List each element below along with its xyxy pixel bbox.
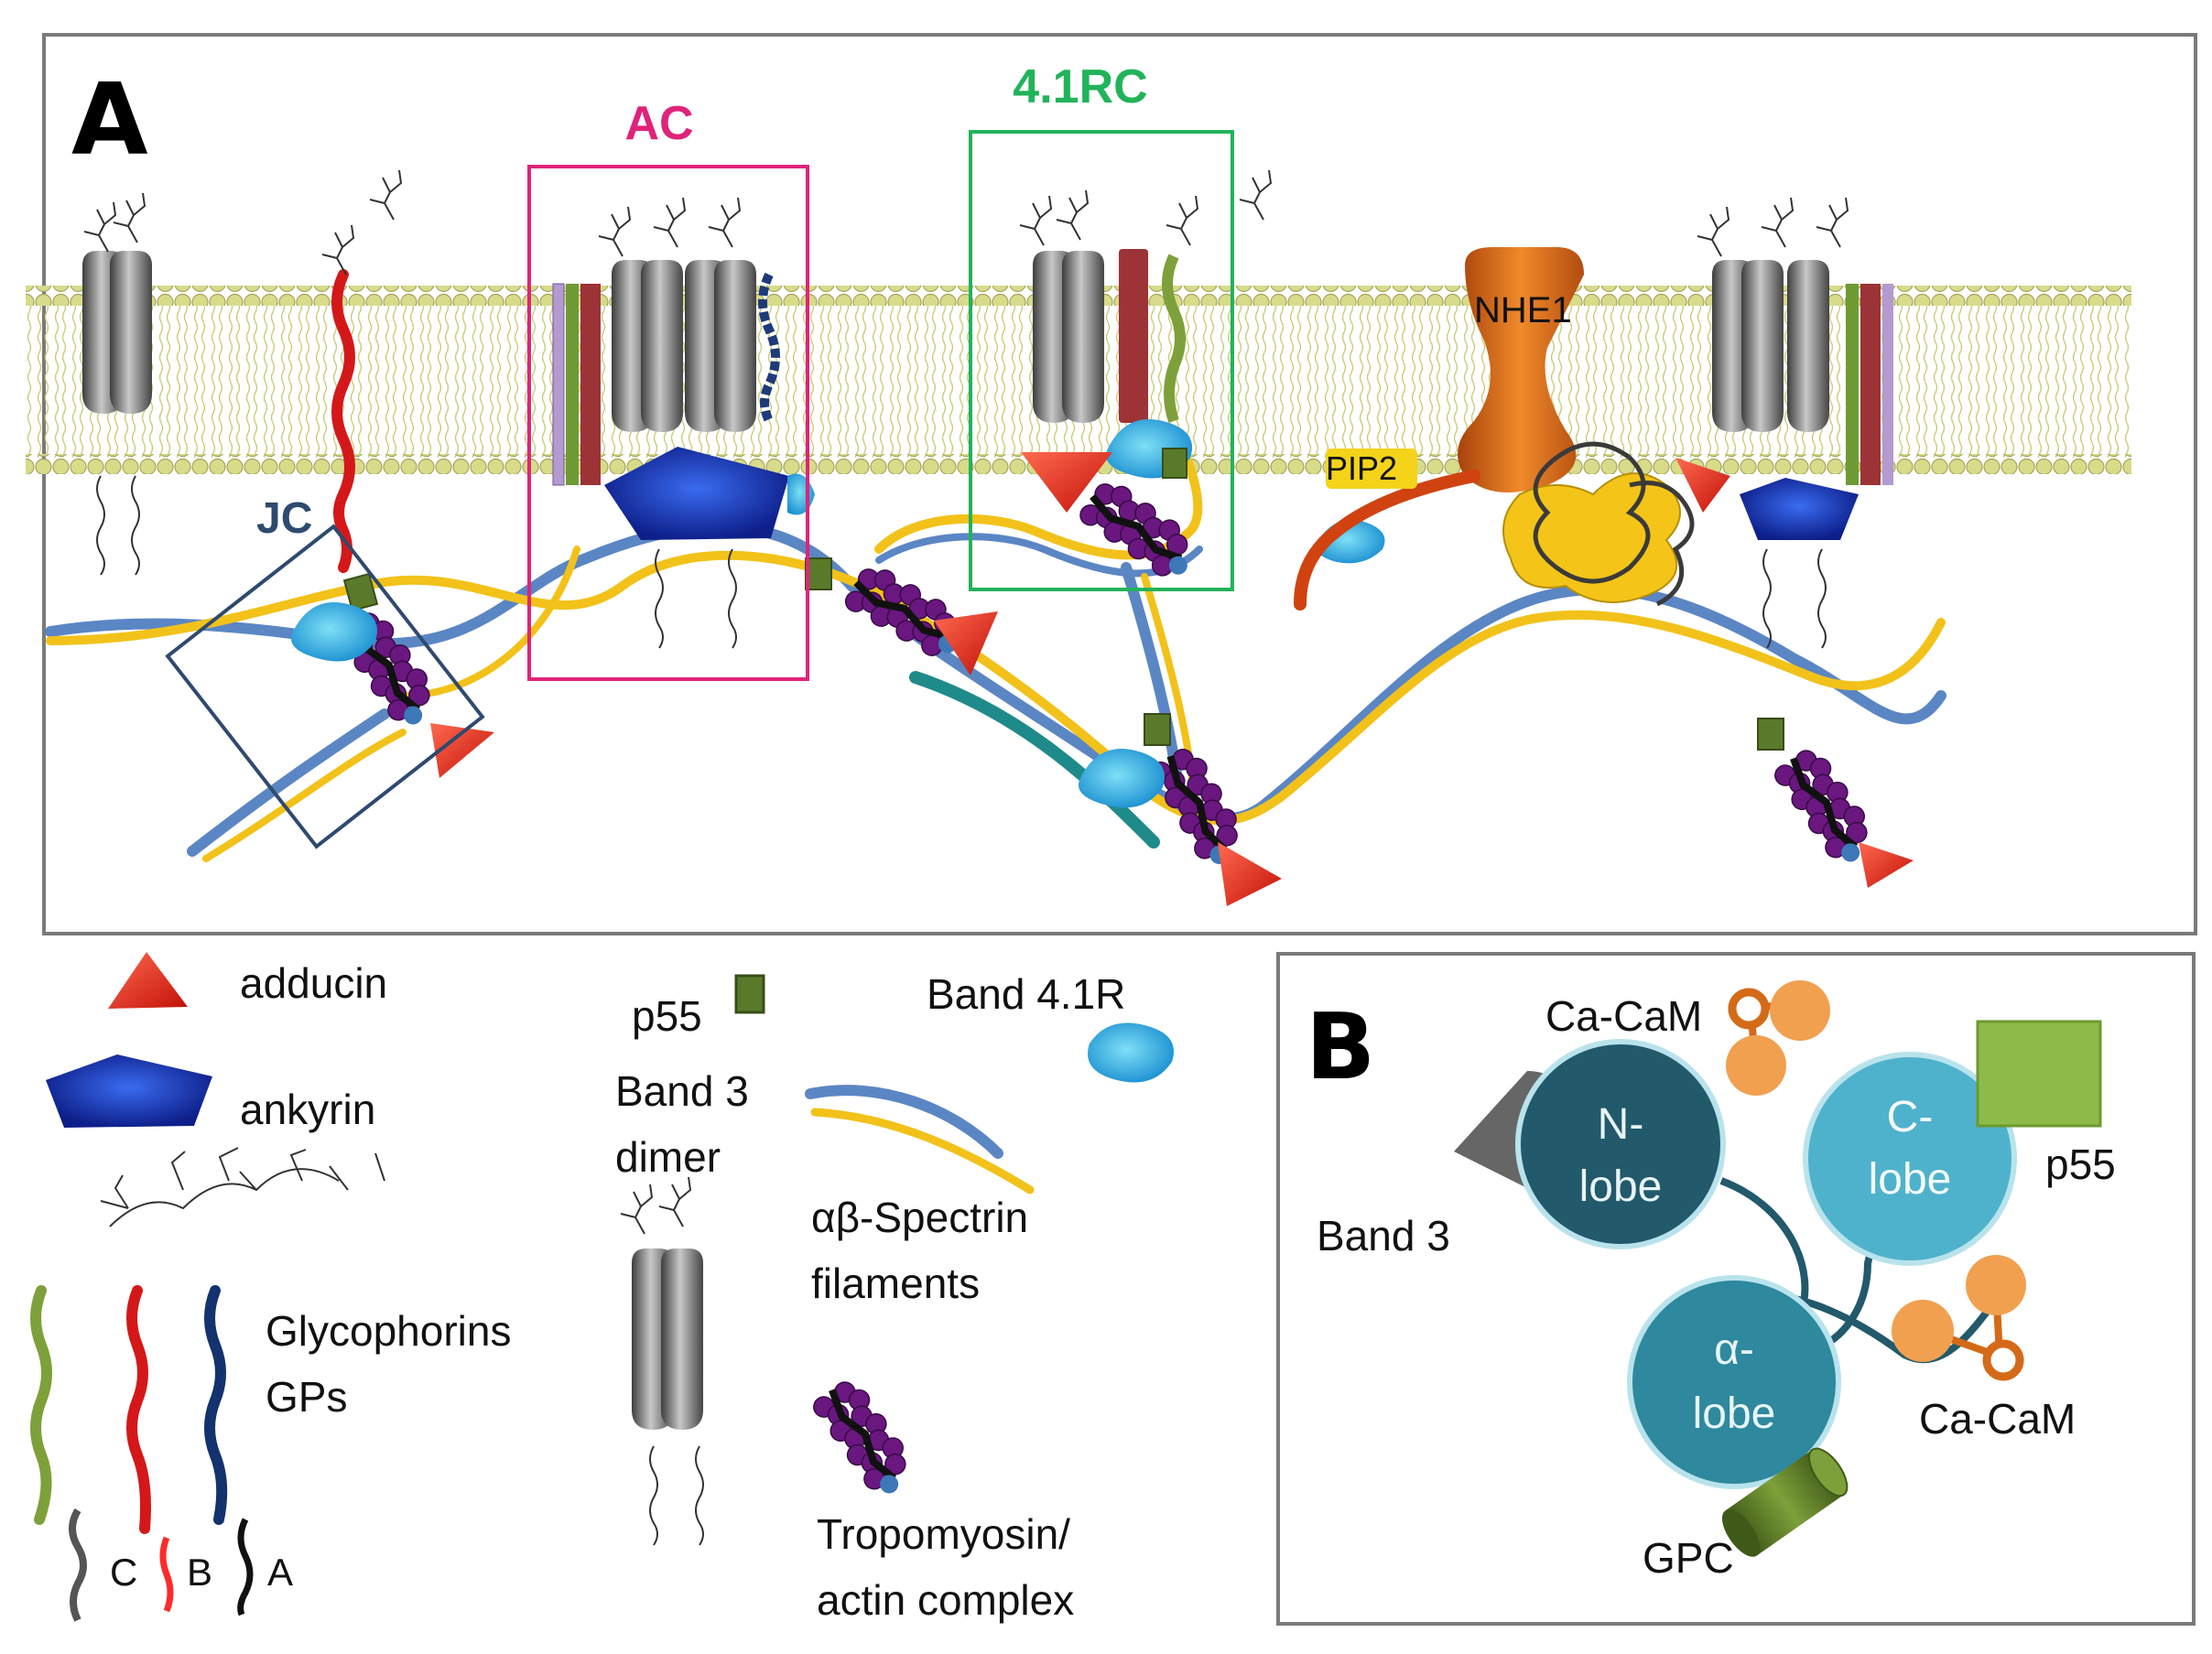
rc-box-label: 4.1RC [1013, 60, 1147, 114]
nhe1-complex: PIP2 NHE1 [1294, 247, 1695, 611]
c-lobe-label-1: C- [1887, 1093, 1934, 1141]
band41r-legend-icon [1088, 1022, 1174, 1083]
ac-complex [552, 197, 815, 649]
band3-b-label: Band 3 [1317, 1212, 1450, 1259]
ca-cam-bottom-label: Ca-CaM [1919, 1395, 2076, 1443]
legend-gp-a: A [267, 1551, 293, 1594]
ca-cam-top-shape [1726, 980, 1830, 1096]
gpc-cylinder [1721, 1447, 1849, 1557]
glycophorin-legend-icon [30, 1147, 385, 1622]
tropomyosin-cluster-rc [1079, 483, 1188, 577]
rc-complex [1019, 169, 1272, 513]
ankyrin-legend-icon [46, 1054, 212, 1128]
legend-spectrin-1: αβ-Spectrin [811, 1194, 1028, 1241]
p55-b-shape [1976, 1020, 2102, 1128]
tropomyosin-cluster-low [1150, 748, 1238, 864]
legend-ankyrin: ankyrin [240, 1086, 375, 1133]
n-lobe [1515, 1039, 1726, 1249]
legend-band3-1: Band 3 [615, 1067, 749, 1115]
ankyrin-ac [604, 447, 789, 540]
rc-box [969, 130, 1234, 591]
band3-legend-icon [620, 1176, 704, 1546]
cytoskeleton-nodes [805, 519, 1914, 906]
panel-a-letter: A [71, 63, 148, 178]
legend-tropo-2: actin complex [817, 1576, 1074, 1624]
panel-b-letter: B [1306, 993, 1375, 1100]
ac-box [527, 165, 809, 681]
spectrin-filaments [45, 426, 1946, 862]
spectrin-legend-icon [805, 1085, 1035, 1195]
tropomyosin-legend-icon [813, 1381, 906, 1494]
pip2-label: PIP2 [1326, 449, 1397, 487]
legend-band3-2: dimer [615, 1133, 721, 1181]
jc-complex [291, 572, 494, 778]
legend-spectrin-2: filaments [811, 1259, 980, 1307]
legend-gp-c: C [110, 1551, 137, 1594]
legend-gp-b: B [187, 1551, 212, 1594]
jc-box [165, 524, 485, 849]
right-band3-complex [1675, 197, 1893, 649]
p55-b-label: p55 [2045, 1141, 2116, 1188]
legend-tropo-1: Tropomyosin/ [817, 1510, 1070, 1558]
legend-band41r: Band 4.1R [927, 970, 1125, 1018]
legend-glyco-1: Glycophorins [266, 1307, 511, 1355]
legend-p55: p55 [632, 992, 702, 1040]
jc-box-label: JC [256, 494, 312, 543]
adducin-legend-icon [108, 952, 188, 1009]
c-lobe [1803, 1052, 2017, 1266]
ac-box-label: AC [624, 97, 693, 150]
legend: adducin ankyrin C B A Glycophorins GPs p… [30, 952, 1174, 1624]
ca-cam-top-label: Ca-CaM [1545, 992, 1702, 1040]
alpha-lobe-label-2: lobe [1693, 1389, 1776, 1438]
n-lobe-label-2: lobe [1579, 1162, 1663, 1211]
tropomyosin-cluster-legend [813, 1381, 906, 1494]
alpha-lobe-label-1: α- [1714, 1325, 1754, 1374]
tropomyosin-cluster-right [1774, 750, 1868, 862]
glycophorin-b-left [321, 169, 402, 573]
legend-adducin: adducin [240, 959, 387, 1007]
band3-dimer-left [82, 192, 152, 576]
gpc-label: GPC [1643, 1534, 1734, 1582]
alpha-lobe [1627, 1275, 1841, 1489]
legend-glyco-2: GPs [266, 1373, 347, 1421]
nhe1-label: NHE1 [1474, 290, 1572, 330]
protein-41r-model: N- lobe C- lobe α- lobe Ca-CaM p55 Ca-Ca… [1317, 980, 2116, 1582]
n-lobe-label-1: N- [1598, 1100, 1644, 1149]
ca-cam-bottom-shape [1892, 1255, 2026, 1381]
c-lobe-label-2: lobe [1869, 1155, 1952, 1204]
p55-legend-icon [734, 974, 765, 1014]
